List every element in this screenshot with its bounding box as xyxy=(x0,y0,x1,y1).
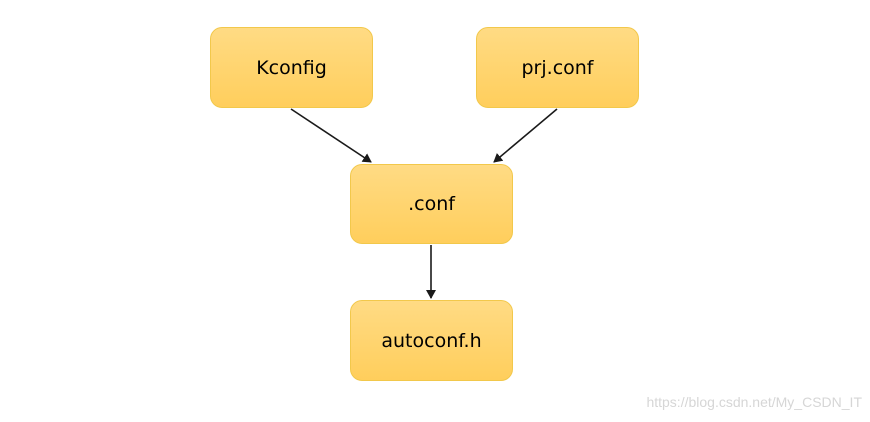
node-prj-conf-label: prj.conf xyxy=(521,56,594,79)
node-prj-conf: prj.conf xyxy=(476,27,639,108)
node-autoconf-h: autoconf.h xyxy=(350,300,513,381)
node-kconfig-label: Kconfig xyxy=(256,56,327,79)
node-autoconf-h-label: autoconf.h xyxy=(381,329,482,352)
edge-prj-to-conf xyxy=(493,108,558,163)
watermark-text: https://blog.csdn.net/My_CSDN_IT xyxy=(646,394,862,410)
node-conf-label: .conf xyxy=(408,193,455,215)
node-kconfig: Kconfig xyxy=(210,27,373,108)
node-conf: .conf xyxy=(350,164,513,244)
edge-kconfig-to-conf xyxy=(290,108,372,163)
